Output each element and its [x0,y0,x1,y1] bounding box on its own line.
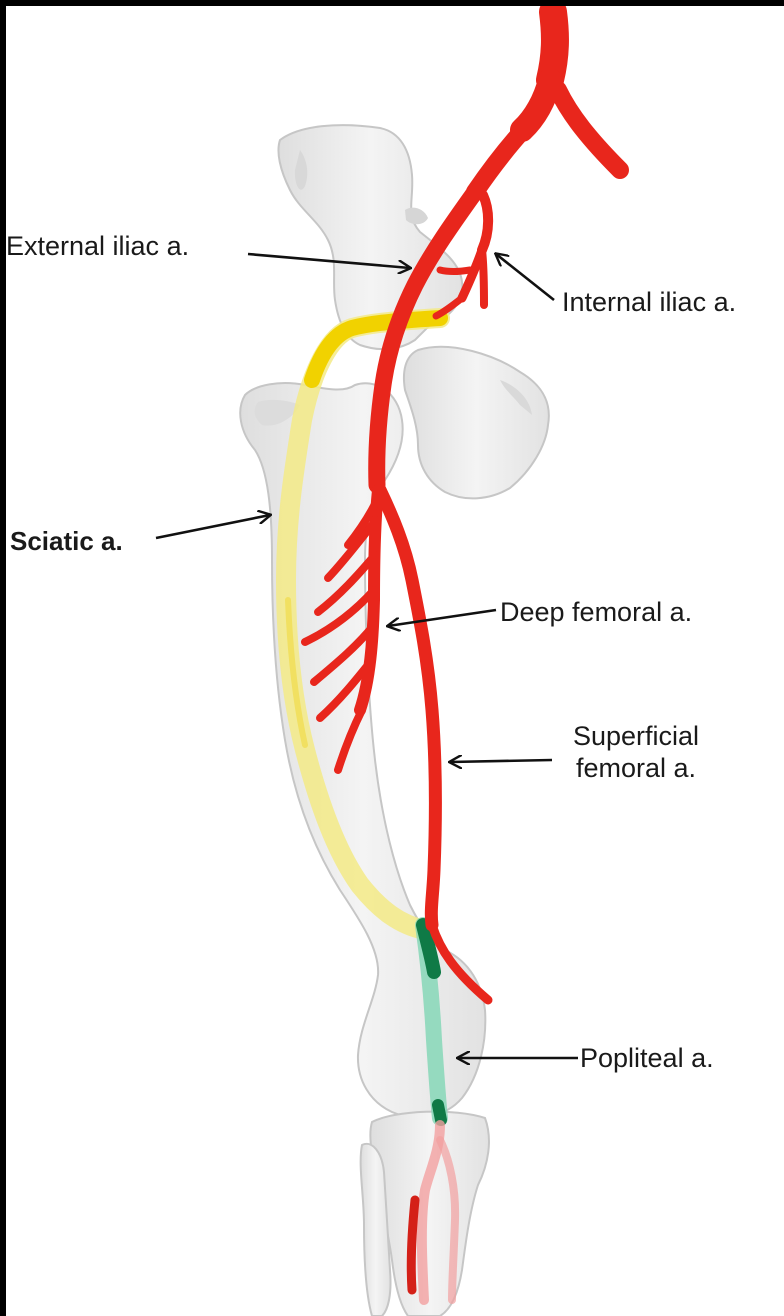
label-sciatic: Sciatic a. [10,526,123,557]
limb-anatomy-illustration [6,6,784,1316]
label-deep-femoral: Deep femoral a. [500,596,692,628]
label-superficial-femoral-line2: femoral a. [551,752,721,784]
arrow-sciatic [156,515,270,538]
arrow-superficial-femoral [450,760,552,762]
arrow-deep-femoral [388,610,496,626]
diagram-canvas: External iliac a. Internal iliac a. Scia… [6,6,784,1316]
arrow-internal-iliac [496,254,554,300]
ischium-bone [404,347,549,499]
label-superficial-femoral: Superficial femoral a. [551,720,721,785]
label-internal-iliac: Internal iliac a. [562,286,736,318]
label-external-iliac: External iliac a. [6,230,189,262]
label-popliteal: Popliteal a. [580,1042,714,1074]
label-superficial-femoral-line1: Superficial [551,720,721,752]
